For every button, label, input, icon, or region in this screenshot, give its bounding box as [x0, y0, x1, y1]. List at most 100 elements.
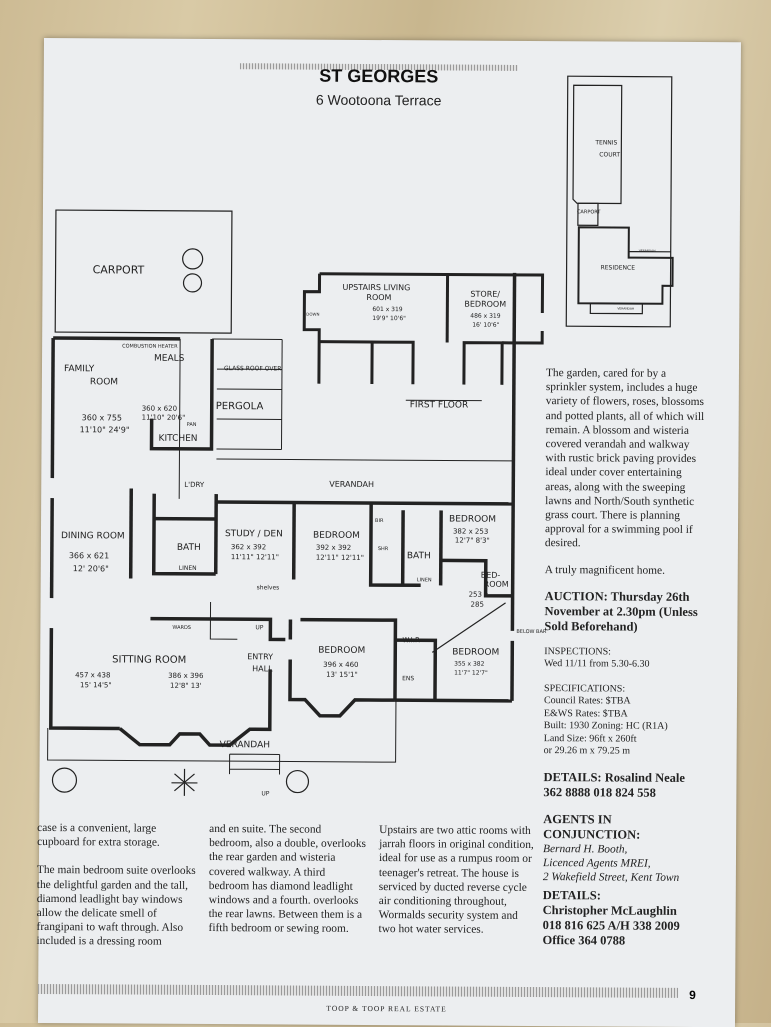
bedroom5-label-2: ROOM: [484, 580, 509, 589]
carport-label: CARPORT: [93, 263, 145, 276]
body-column-1: case is a convenient, large cupboard for…: [36, 821, 199, 964]
bedroom2-imperial: 12'11" 12'11": [316, 554, 364, 562]
body-paragraph: case is a convenient, large cupboard for…: [37, 821, 199, 850]
agent-address: 2 Wakefield Street, Kent Town: [543, 870, 703, 885]
footer-band: [38, 984, 678, 998]
sitting-room-metric-2: 386 x 396: [168, 672, 204, 680]
upstairs-living-metric: 601 x 319: [372, 306, 402, 313]
bath2-label: BATH: [407, 551, 431, 561]
sidebar: The garden, cared for by a sprinkler sys…: [542, 366, 706, 949]
linen2-label: LINEN: [417, 577, 432, 583]
bedroom4-imperial: 11'7" 12'7": [454, 670, 488, 677]
linen-label: LINEN: [179, 565, 197, 572]
below-bar-label: BELOW BAR: [516, 629, 547, 635]
bedroom4-label: BEDROOM: [452, 648, 499, 658]
meals-label: MEALS: [154, 354, 185, 364]
store-bedroom-imperial: 16' 10'6": [472, 322, 499, 329]
agent-name: Bernard H. Booth,: [543, 842, 703, 857]
bir-label: BIR: [375, 518, 384, 524]
heater-label: COMBUSTION HEATER: [122, 343, 178, 349]
spec-council-rates: Council Rates: $TBA: [544, 695, 704, 708]
upstairs-living-imperial: 19'9" 10'6": [372, 315, 406, 322]
wir-label: W.I.R: [402, 636, 420, 644]
bedroom2-metric: 392 x 392: [316, 544, 351, 552]
family-room-label: FAMILY: [64, 364, 95, 374]
spec-land-size: Land Size: 96ft x 260ft: [544, 733, 704, 746]
family-room-label-2: ROOM: [90, 377, 118, 387]
inspections-label: INSPECTIONS:: [544, 646, 704, 659]
site-verandah-bottom: VERANDAH: [617, 307, 634, 311]
auction-details: AUCTION: Thursday 26th November at 2.30p…: [544, 589, 704, 635]
shelves-label: shelves: [257, 584, 280, 591]
bedroom5-metric: 253 x: [469, 591, 489, 599]
shower-label: SHR: [378, 546, 389, 552]
sitting-room-imperial: 15' 14'5": [80, 681, 112, 689]
site-verandah-top: VERANDAH: [639, 249, 656, 253]
bedroom2-label: BEDROOM: [313, 531, 360, 541]
body-column-2: and en suite. The second bedroom, also a…: [208, 822, 366, 951]
bedroom5-metric-2: 285: [471, 601, 484, 609]
glass-roof-label: GLASS ROOF OVER: [224, 365, 281, 372]
site-carport-label: CARPORT: [577, 209, 601, 215]
study-metric: 362 x 392: [231, 543, 266, 551]
verandah-top-label: VERANDAH: [329, 480, 374, 489]
bedroom1-imperial: 13' 15'1": [326, 671, 358, 679]
spec-land-size-metric: or 29.26 m x 79.25 m: [544, 745, 704, 758]
kitchen-label: KITCHEN: [159, 434, 198, 444]
kitchen-imperial: 11'10" 20'6": [142, 414, 186, 422]
bedroom3-label: BEDROOM: [449, 514, 496, 524]
bath-label: BATH: [177, 543, 201, 553]
entry-hall-label: ENTRY: [247, 652, 273, 661]
first-floor-plan: [304, 274, 543, 385]
first-floor-caption: FIRST FLOOR: [410, 400, 469, 410]
bedroom1-metric: 396 x 460: [323, 661, 358, 669]
upstairs-living-label-2: ROOM: [366, 293, 391, 302]
dining-room-imperial: 12' 20'6": [73, 564, 109, 573]
residence-label: RESIDENCE: [601, 264, 636, 271]
body-paragraph: Upstairs are two attic rooms with jarrah…: [379, 823, 536, 938]
store-bedroom-label-2: BEDROOM: [464, 300, 506, 309]
study-label: STUDY / DEN: [225, 529, 283, 539]
wards-label: WARDS: [172, 625, 191, 631]
details-contact-2: Christopher McLaughlin: [543, 904, 703, 920]
body-paragraph: The main bedroom suite overlooks the del…: [36, 863, 199, 949]
family-room-imperial: 11'10" 24'9": [80, 425, 130, 434]
specifications-label: SPECIFICATIONS:: [544, 683, 704, 696]
dining-room-label: DINING ROOM: [61, 531, 125, 541]
store-bedroom-metric: 486 x 319: [470, 313, 500, 320]
details-office-phone: Office 364 0788: [542, 934, 702, 950]
site-plan: [566, 76, 674, 327]
agent-licence: Licenced Agents MREI,: [543, 856, 703, 871]
body-column-3: Upstairs are two attic rooms with jarrah…: [378, 823, 535, 952]
up-stairs-label: UP: [255, 624, 263, 631]
study-imperial: 11'11" 12'11": [231, 553, 279, 561]
footer-agency: TOOP & TOOP REAL ESTATE: [38, 1002, 735, 1015]
down-label: DOWN: [306, 312, 319, 317]
body-paragraph: and en suite. The second bedroom, also a…: [209, 822, 367, 937]
family-room-metric: 360 x 755: [82, 413, 122, 422]
ensuite-label: ENS: [402, 675, 414, 682]
sitting-room-metric: 457 x 438: [75, 671, 110, 679]
dining-room-metric: 366 x 621: [69, 551, 109, 560]
bedroom5-label: BED-: [481, 571, 501, 580]
store-bedroom-label: STORE/: [470, 290, 500, 299]
laundry-label: L'DRY: [184, 481, 205, 489]
up-steps-label: UP: [261, 790, 269, 797]
inspections-time: Wed 11/11 from 5.30-6.30: [544, 658, 704, 671]
bedroom3-imperial: 12'7" 8'3": [455, 537, 490, 545]
details-phone-1: 362 8888 018 824 558: [543, 785, 703, 801]
kitchen-metric: 360 x 620: [142, 405, 177, 413]
spec-ews-rates: E&WS Rates: $TBA: [544, 708, 704, 721]
agents-label: AGENTS IN CONJUNCTION:: [543, 812, 703, 843]
tennis-label: TENNIS: [594, 139, 617, 146]
court-label: COURT: [599, 151, 620, 158]
bedroom4-metric: 355 x 382: [454, 661, 484, 668]
spec-built-zoning: Built: 1930 Zoning: HC (R1A): [544, 720, 704, 733]
details-label-2: DETAILS:: [543, 889, 703, 905]
details-contact-1: DETAILS: Rosalind Neale: [543, 770, 703, 786]
garden-paragraph: The garden, cared for by a sprinkler sys…: [545, 366, 706, 552]
entry-hall-label-2: HALL: [252, 664, 273, 673]
page-number: 9: [689, 988, 696, 1002]
pergola-label: PERGOLA: [216, 401, 264, 412]
bedroom1-label: BEDROOM: [318, 646, 365, 656]
